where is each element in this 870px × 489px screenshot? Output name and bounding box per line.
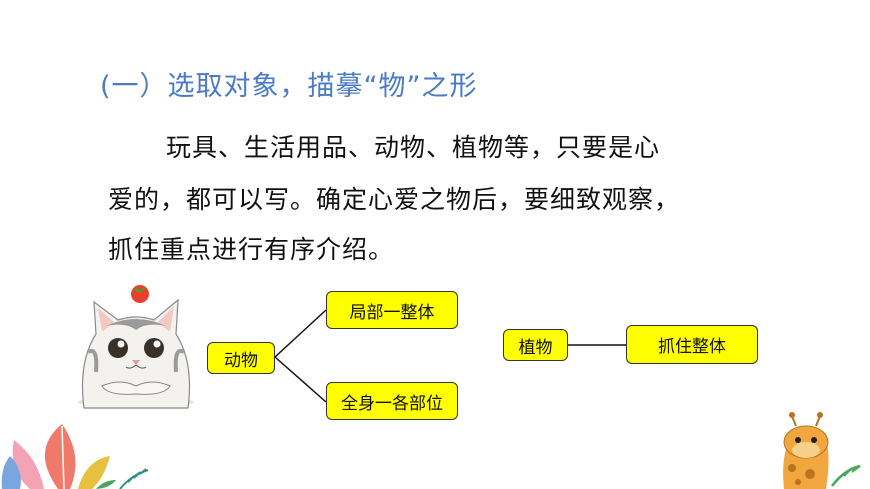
body-parts-box: 全身一各部位 [326, 382, 458, 420]
animal-box: 动物 [207, 342, 275, 374]
leaf-illustration [1, 424, 149, 489]
part-whole-box: 局部一整体 [326, 291, 458, 329]
connector-animal-to-body [274, 356, 327, 403]
section-heading: (一）选取对象，描摹“物”之形 [100, 71, 478, 102]
cat-illustration [78, 285, 194, 409]
paragraph-line-3: 抓住重点进行有序介绍。 [108, 235, 395, 264]
paragraph-line-2: 爱的，都可以写。确定心爱之物后，要细致观察， [108, 185, 681, 214]
giraffe-illustration [783, 412, 861, 489]
connector-animal-to-part [274, 309, 327, 358]
plant-box: 植物 [503, 329, 568, 361]
paragraph-line-1: 玩具、生活用品、动物、植物等，只要是心 [166, 133, 661, 162]
whole-box: 抓住整体 [626, 325, 758, 364]
